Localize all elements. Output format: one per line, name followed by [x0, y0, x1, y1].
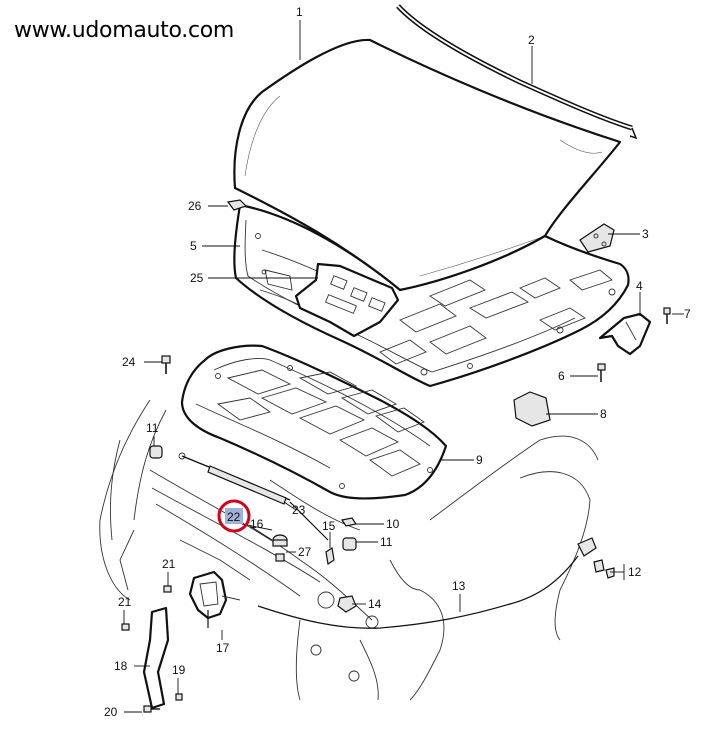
- callout-23: 23: [292, 503, 306, 517]
- part-2-hood-seal: [396, 4, 638, 140]
- callout-11: 11: [380, 535, 393, 549]
- callout-labels: 1 2 26 5 3 25 4 7 24 6 8 11 9 23 22 16 1…: [104, 5, 691, 719]
- callout-22: 22: [227, 510, 241, 524]
- leader-lines: [123, 20, 684, 713]
- callout-26: 26: [188, 199, 202, 213]
- part-24-bolt: [161, 355, 171, 374]
- part-17-hood-latch: [188, 570, 241, 628]
- callout-15: 15: [322, 519, 336, 533]
- part-16-bumper: [272, 534, 288, 547]
- callout-5: 5: [190, 239, 197, 253]
- part-21-bolt-upper: [163, 585, 172, 593]
- callout-7: 7: [684, 307, 691, 321]
- callout-6: 6: [558, 369, 565, 383]
- callout-21-lower: 21: [118, 595, 132, 609]
- callout-10: 10: [386, 517, 400, 531]
- callout-22-highlight: [217, 499, 251, 533]
- callout-24: 24: [122, 355, 136, 369]
- part-9-hood-insulator: [180, 344, 448, 500]
- callout-17: 17: [216, 641, 230, 655]
- callout-2: 2: [528, 33, 535, 47]
- part-21-bolt-lower: [121, 623, 130, 631]
- watermark-text: www.udomauto.com: [14, 18, 235, 43]
- part-25-hood-reinforcement: [294, 262, 400, 338]
- part-11-bumper: [342, 537, 357, 551]
- part-8-hinge-cover: [513, 391, 551, 427]
- callout-20: 20: [104, 705, 118, 719]
- callout-25: 25: [190, 271, 204, 285]
- part-3-bracket: [579, 223, 615, 253]
- callout-3: 3: [642, 227, 649, 241]
- part-15-clip: [325, 546, 335, 566]
- part-11-bumper-left: [149, 445, 163, 459]
- front-body-structure: [99, 399, 599, 701]
- callout-18: 18: [114, 659, 128, 673]
- callout-16: 16: [250, 517, 264, 531]
- part-10-washer: [341, 517, 357, 527]
- callout-1: 1: [296, 5, 303, 19]
- callout-19: 19: [172, 663, 186, 677]
- callout-12: 12: [628, 565, 642, 579]
- part-23-hood-strut: [178, 452, 329, 541]
- part-18-latch-support: [142, 606, 170, 710]
- callout-9: 9: [476, 453, 483, 467]
- part-6-bolt: [597, 363, 606, 382]
- part-20-bolt: [143, 705, 160, 713]
- part-14-clip: [337, 595, 357, 613]
- callout-13: 13: [452, 579, 466, 593]
- part-5-hood-inner-panel: [233, 203, 630, 388]
- part-13-release-cable: [257, 555, 579, 629]
- callout-27: 27: [298, 545, 312, 559]
- part-26-clip: [226, 199, 248, 211]
- callout-8: 8: [600, 407, 607, 421]
- callout-11-left: 11: [146, 421, 159, 435]
- callout-21-upper: 21: [162, 557, 176, 571]
- part-7-bolt: [663, 307, 671, 324]
- callout-4: 4: [636, 279, 643, 293]
- part-27-clip: [275, 553, 285, 562]
- part-4-hinge: [598, 312, 652, 356]
- part-19-bolt: [175, 693, 183, 701]
- callout-14: 14: [368, 597, 382, 611]
- part-12-release-handle: [577, 537, 615, 579]
